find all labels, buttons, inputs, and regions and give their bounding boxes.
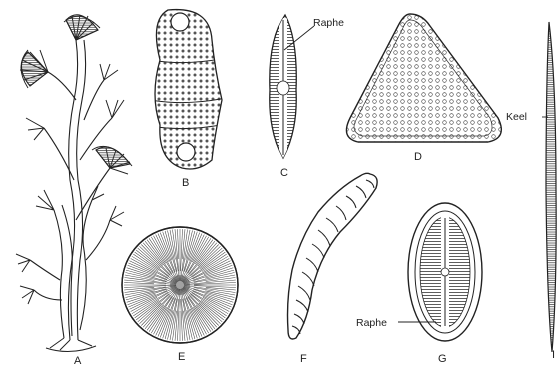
- panel-g-oval-valve: [398, 203, 482, 341]
- panel-g-label: G: [438, 353, 447, 365]
- panel-a-label: A: [74, 355, 82, 367]
- panel-c-label: C: [280, 167, 288, 179]
- panel-e-label: E: [178, 351, 185, 363]
- panel-b-valve: [150, 10, 226, 169]
- panel-d-label: D: [414, 151, 422, 163]
- panel-h-keeled-needle: [542, 22, 556, 352]
- raphe-label-g: Raphe: [356, 317, 387, 329]
- panel-d-triangular-valve: [346, 14, 501, 142]
- panel-f-curved-cell: [288, 173, 378, 339]
- panel-e-centric-valve: [122, 227, 238, 343]
- panel-h-label: I: [552, 349, 555, 361]
- keel-label: Keel: [506, 111, 527, 123]
- panel-c-pennate-valve: [270, 15, 314, 158]
- panel-f-label: F: [300, 353, 307, 365]
- panel-a-stalked-colony: [16, 15, 132, 352]
- raphe-label-c: Raphe: [313, 17, 344, 29]
- panel-b-label: B: [182, 177, 189, 189]
